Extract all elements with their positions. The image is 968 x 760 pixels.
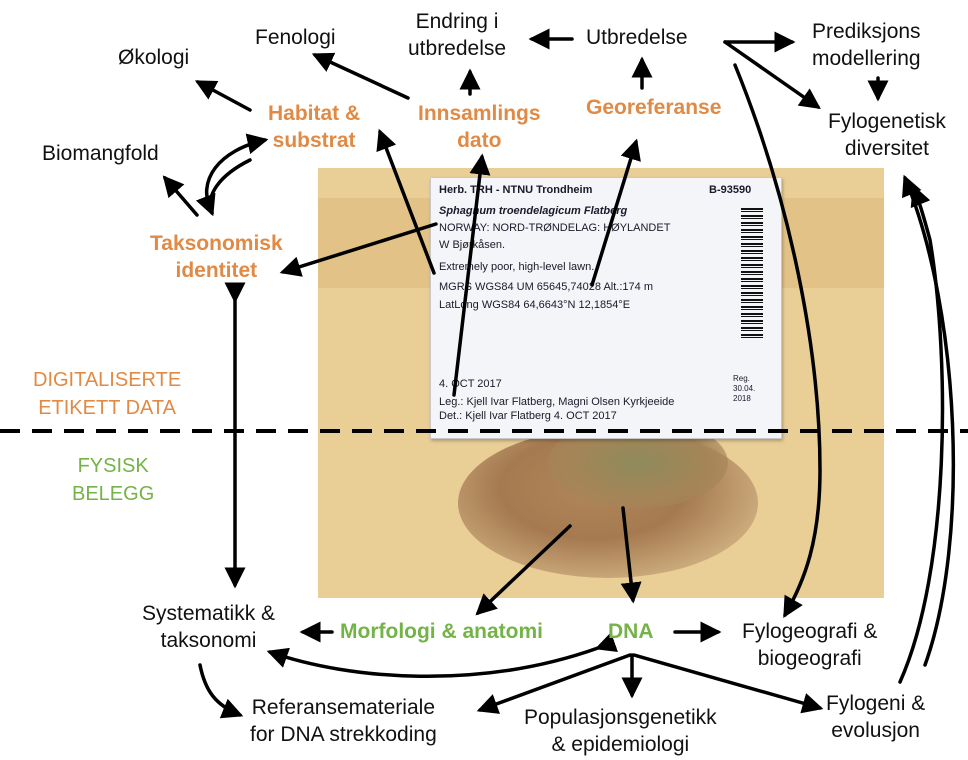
node-innsamlings: Innsamlings dato	[418, 100, 541, 154]
node-taksonomisk: Taksonomisk identitet	[150, 230, 283, 284]
node-fylogeni: Fylogeni & evolusjon	[826, 690, 925, 744]
arrow-label-taksonomisk	[279, 222, 438, 277]
arrow-specimen-dna	[620, 506, 642, 604]
label-reg-2: 30.04.	[733, 384, 756, 393]
arrow-georef-fylogenetisk	[902, 174, 956, 667]
label-catalog-number: B-93590	[709, 184, 752, 196]
label-leg: Leg.: Kjell Ivar Flatberg, Magni Olsen K…	[439, 396, 675, 408]
node-fylogeni-l1: Fylogeni &	[826, 692, 926, 715]
node-systematikk: Systematikk & taksonomi	[142, 600, 275, 654]
label-species: Sphagnum troendelagicum Flatberg	[439, 205, 628, 217]
label-reg-1: Reg.	[733, 374, 750, 383]
label-mgrs: MGRS WGS84 UM 65645,74028 Alt.:174 m	[439, 281, 653, 293]
node-prediksjons-l2: modellering	[812, 47, 921, 70]
node-referanse: Referansemateriale for DNA strekkoding	[250, 694, 437, 748]
node-habitat-l1: Habitat &	[268, 102, 361, 125]
node-fylogenetisk: Fylogenetisk diversitet	[828, 108, 946, 162]
node-prediksjons-l1: Prediksjons	[812, 20, 921, 43]
arrow-taksonomisk-biomangfold	[162, 175, 199, 217]
arrow-dna-fylogeni	[632, 653, 824, 714]
arrow-utbredelse-fylogenetisk	[723, 40, 821, 110]
arrow-specimen-morfologi	[475, 524, 572, 616]
section-physical: FYSISK BELEGG	[72, 452, 154, 508]
arrow-label-habitat	[376, 128, 436, 275]
node-morfologi: Morfologi & anatomi	[340, 620, 543, 643]
node-habitat-l2: substrat	[272, 129, 356, 152]
section-physical-l2: BELEGG	[72, 483, 155, 505]
arrow-utbredelse-fylogeografi	[733, 63, 822, 619]
node-referanse-l2: for DNA strekkoding	[250, 723, 437, 746]
node-biomangfold: Biomangfold	[42, 142, 159, 165]
envelope-flap-right	[778, 198, 884, 288]
label-reg-3: 2018	[733, 394, 751, 403]
node-fenologi: Fenologi	[255, 26, 336, 49]
barcode	[741, 208, 763, 338]
node-innsamlings-l2: dato	[457, 129, 502, 152]
node-okologi: Økologi	[118, 46, 190, 69]
node-referanse-l1: Referansemateriale	[251, 696, 435, 719]
node-georeferanse: Georeferanse	[586, 96, 722, 119]
label-locality-1: NORWAY: NORD-TRØNDELAG: HØYLANDET	[439, 222, 671, 234]
node-fylogeografi-l2: biogeografi	[757, 647, 862, 670]
node-taksonomisk-l2: identitet	[175, 259, 258, 282]
section-physical-l1: FYSISK	[77, 455, 149, 477]
arrow-habitat-okologi	[194, 80, 252, 112]
label-habitat: Extremely poor, high-level lawn.	[439, 261, 595, 273]
node-systematikk-l2: taksonomi	[160, 629, 257, 652]
node-systematikk-l1: Systematikk &	[142, 602, 276, 625]
arrow-dna-referanse	[476, 653, 632, 714]
arrow-label-innsamlings	[452, 153, 491, 397]
arrow-dna-systematikk	[266, 632, 619, 679]
node-taksonomisk-l1: Taksonomisk	[150, 232, 283, 255]
node-endring: Endring i utbredelse	[408, 8, 506, 62]
section-digital-l2: ETIKETT DATA	[38, 397, 176, 419]
node-prediksjons: Prediksjons modellering	[812, 18, 921, 72]
node-populasjons-l2: & epidemiologi	[551, 733, 690, 756]
label-latlong: LatLong WGS84 64,6643°N 12,1854°E	[439, 299, 631, 311]
node-endring-l1: Endring i	[415, 10, 499, 33]
arrow-taksonomisk-habitat	[205, 133, 269, 215]
section-digital: DIGITALISERTE ETIKETT DATA	[33, 366, 181, 422]
node-dna: DNA	[608, 620, 654, 643]
node-populasjons-l1: Populasjonsgenetikk	[524, 706, 717, 729]
node-fylogeografi: Fylogeografi & biogeografi	[742, 618, 877, 672]
arrow-innsamlings-fenologi	[311, 52, 410, 100]
node-populasjons: Populasjonsgenetikk & epidemiologi	[524, 704, 717, 758]
arrow-label-georef	[590, 138, 641, 287]
node-utbredelse: Utbredelse	[586, 26, 688, 49]
node-fylogenetisk-l2: diversitet	[844, 137, 929, 160]
node-endring-l2: utbredelse	[408, 37, 507, 60]
section-digital-l1: DIGITALISERTE	[33, 369, 182, 391]
arrow-habitat-taksonomisk	[195, 158, 252, 217]
arrow-systematikk-referanse	[198, 663, 244, 719]
node-innsamlings-l1: Innsamlings	[418, 102, 541, 125]
node-habitat: Habitat & substrat	[268, 100, 360, 154]
node-fylogenetisk-l1: Fylogenetisk	[828, 110, 946, 133]
node-fylogeografi-l1: Fylogeografi &	[742, 620, 878, 643]
label-det: Det.: Kjell Ivar Flatberg 4. OCT 2017	[439, 410, 617, 422]
arrow-fylogeni-fylogenetisk	[898, 184, 945, 684]
node-fylogeni-l2: evolusjon	[831, 719, 920, 742]
